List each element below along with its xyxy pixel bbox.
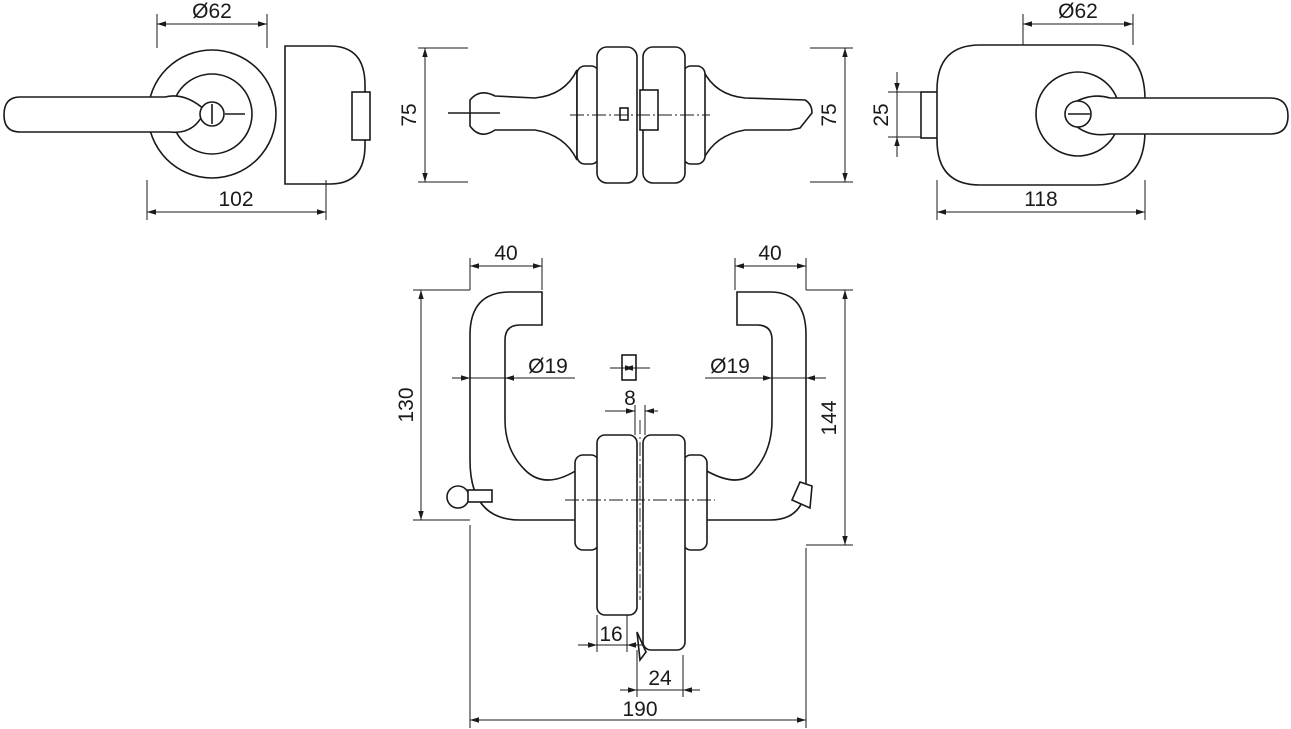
dim-overall-width: 190	[622, 698, 657, 721]
dim-front-left-width: 102	[218, 188, 253, 211]
dim-glass-thickness: 16	[599, 623, 622, 646]
dim-height-right: 144	[818, 400, 841, 435]
top-view: 40 40 130 144 Ø19 Ø19 8 16	[395, 242, 853, 728]
dim-lever-left-depth: 40	[494, 242, 517, 265]
dim-front-right-diameter: Ø62	[1058, 0, 1098, 23]
dim-side-height-left: 75	[398, 103, 421, 126]
dim-side-height-right: 75	[818, 103, 841, 126]
dim-lever-right-depth: 40	[758, 242, 781, 265]
dim-front-right-offset: 25	[870, 103, 893, 126]
dim-grip-right-diameter: Ø19	[710, 355, 750, 378]
dim-height-left: 130	[395, 387, 418, 422]
front-right-view: Ø62 25 118	[870, 0, 1289, 220]
dim-grip-left-diameter: Ø19	[528, 355, 568, 378]
dim-spindle: 8	[624, 387, 636, 410]
dim-front-left-diameter: Ø62	[192, 0, 232, 23]
dim-front-right-width: 118	[1024, 188, 1057, 211]
dim-latch-offset: 24	[648, 667, 672, 690]
front-left-view: Ø62 102	[3, 0, 371, 220]
side-view: 75 75	[398, 46, 853, 184]
